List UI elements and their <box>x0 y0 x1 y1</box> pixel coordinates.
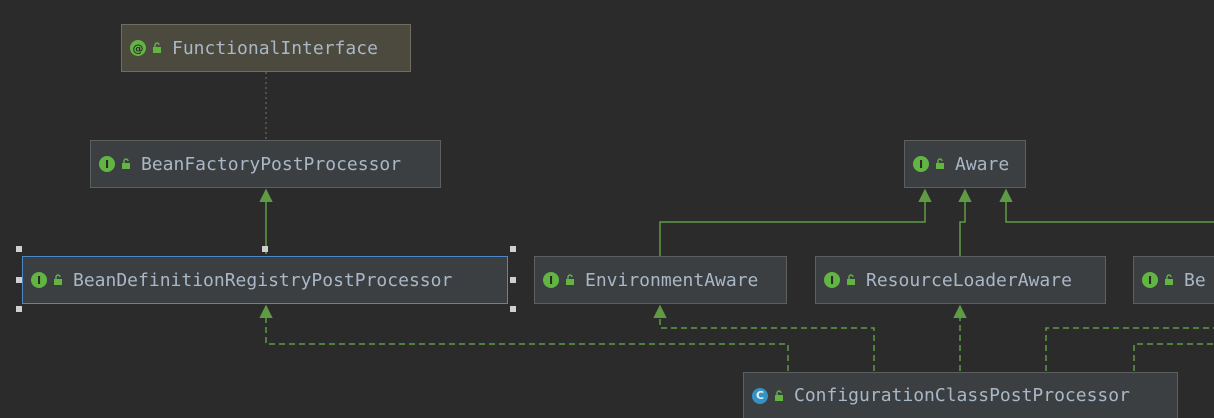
annotation-icon: @ <box>130 40 146 56</box>
edge-ccpp-implements-bdrpp <box>259 304 789 371</box>
edge-rlaware-extends-aware <box>958 188 972 256</box>
interface-icon: I <box>31 272 47 288</box>
selection-handle-top-left[interactable] <box>16 246 22 252</box>
selection-handle-top-right[interactable] <box>510 246 516 252</box>
public-visibility-icon <box>566 274 574 285</box>
node-be-aware-partial[interactable]: I Be <box>1133 256 1214 304</box>
edge-beaware-extends-aware <box>999 188 1214 223</box>
node-label: BeanDefinitionRegistryPostProcessor <box>73 269 453 291</box>
selection-handle-middle-right[interactable] <box>510 277 516 283</box>
node-configuration-class-post-processor[interactable]: C ConfigurationClassPostProcessor <box>743 372 1178 418</box>
node-resource-loader-aware[interactable]: I ResourceLoaderAware <box>815 256 1106 304</box>
class-icon: C <box>752 387 768 404</box>
node-label: ConfigurationClassPostProcessor <box>794 385 1130 406</box>
node-label: BeanFactoryPostProcessor <box>141 153 402 175</box>
selection-handle-bottom-right[interactable] <box>510 306 516 312</box>
node-label: EnvironmentAware <box>585 269 759 291</box>
edge-ccpp-implements-offscreen-1 <box>1045 327 1214 371</box>
node-label: ResourceLoaderAware <box>866 269 1072 291</box>
interface-icon: I <box>824 272 840 288</box>
node-environment-aware[interactable]: I EnvironmentAware <box>534 256 787 304</box>
public-visibility-icon <box>122 158 130 169</box>
node-functional-interface[interactable]: @ FunctionalInterface <box>121 24 411 72</box>
selection-handle-bottom-left[interactable] <box>16 306 22 312</box>
node-label: Be <box>1184 269 1206 291</box>
edge-envaware-extends-aware <box>659 188 932 256</box>
interface-icon: I <box>99 156 115 172</box>
node-label: FunctionalInterface <box>172 37 378 59</box>
public-visibility-icon <box>54 274 62 285</box>
public-visibility-icon <box>847 274 855 285</box>
selection-handle-top-center[interactable] <box>262 246 268 252</box>
edge-ccpp-implements-envaware <box>653 304 875 371</box>
interface-icon: I <box>913 156 929 172</box>
interface-icon: I <box>1142 272 1158 288</box>
edge-ccpp-implements-offscreen-2 <box>1133 343 1214 371</box>
node-bean-definition-registry-post-processor[interactable]: I BeanDefinitionRegistryPostProcessor <box>22 256 508 304</box>
selection-handle-middle-left[interactable] <box>16 277 22 283</box>
interface-icon: I <box>543 272 559 288</box>
node-label: Aware <box>955 153 1010 175</box>
public-visibility-icon <box>1165 274 1173 285</box>
public-visibility-icon <box>775 389 783 401</box>
public-visibility-icon <box>153 42 161 53</box>
public-visibility-icon <box>936 158 944 169</box>
node-bean-factory-post-processor[interactable]: I BeanFactoryPostProcessor <box>90 140 441 188</box>
node-aware[interactable]: I Aware <box>904 140 1026 188</box>
